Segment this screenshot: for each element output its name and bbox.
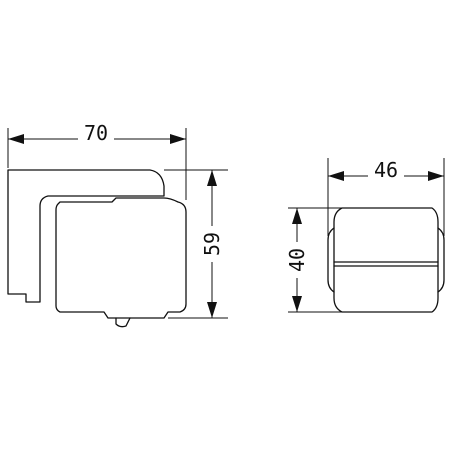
arrow-left bbox=[328, 171, 344, 181]
side-height-label: 40 bbox=[285, 248, 309, 272]
lamp-body bbox=[55, 197, 187, 319]
width-dimension: 70 bbox=[7, 121, 187, 200]
arrow-right bbox=[170, 134, 186, 144]
front-view bbox=[7, 169, 187, 328]
right-rim bbox=[437, 227, 445, 293]
lamp-side-outline bbox=[333, 207, 439, 313]
side-height-dimension: 40 bbox=[285, 207, 342, 313]
height-dimension: 59 bbox=[164, 169, 228, 319]
arrow-bottom bbox=[292, 296, 302, 312]
arrow-right bbox=[428, 171, 444, 181]
arrow-top bbox=[292, 208, 302, 224]
bottom-tab bbox=[115, 317, 131, 328]
left-rim bbox=[327, 227, 335, 293]
width-label: 70 bbox=[84, 121, 108, 145]
side-width-label: 46 bbox=[374, 158, 398, 182]
arrow-bottom bbox=[207, 302, 217, 318]
side-width-dimension: 46 bbox=[327, 158, 445, 236]
height-label: 59 bbox=[200, 232, 224, 256]
arrow-top bbox=[207, 170, 217, 186]
mounting-bracket bbox=[7, 169, 165, 303]
arrow-left bbox=[8, 134, 24, 144]
side-view bbox=[327, 207, 445, 313]
